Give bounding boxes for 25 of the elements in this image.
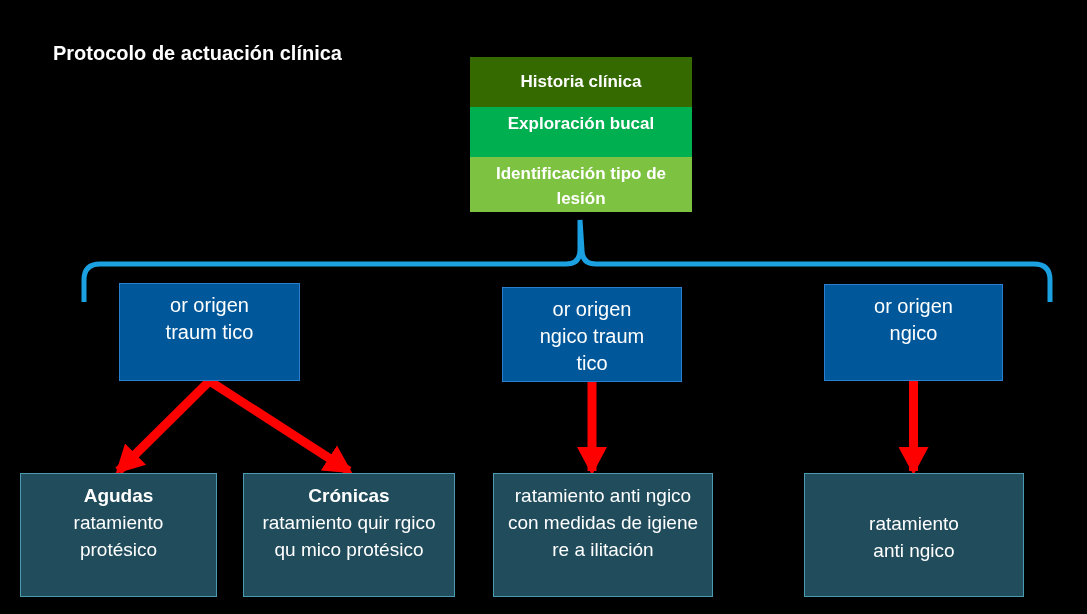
box-heading: Crónicas (308, 484, 390, 508)
box-text: ratamiento anti ngico (869, 512, 959, 563)
treatment-box (243, 473, 455, 597)
process-band (470, 57, 692, 107)
treatment-box (493, 473, 713, 597)
box-text: or origen traum tico (164, 293, 255, 345)
process-band (470, 157, 692, 212)
box-text: or origen ngico traum tico (538, 297, 646, 376)
category-box (824, 284, 1003, 381)
box-text: ratamiento protésico (72, 511, 165, 562)
box-text: Exploración bucal (507, 113, 655, 135)
box-heading: Agudas (83, 484, 154, 508)
title: Protocolo de actuación clínica (53, 41, 342, 66)
box-text: ratamiento anti ngico con medidas de igiene re a ilitación (506, 484, 700, 562)
process-band (470, 107, 692, 157)
treatment-box (804, 473, 1024, 597)
box-text: Historia clínica (520, 71, 642, 93)
box-text: Identificación tipo de lesión (495, 163, 667, 210)
arrow (898, 381, 929, 475)
box-text: or origen ngico (873, 294, 954, 346)
treatment-box (20, 473, 217, 597)
arrow (577, 382, 607, 475)
category-box (502, 287, 682, 382)
category-box (119, 283, 300, 381)
box-text: ratamiento quir rgico qu mico protésico (261, 511, 437, 562)
